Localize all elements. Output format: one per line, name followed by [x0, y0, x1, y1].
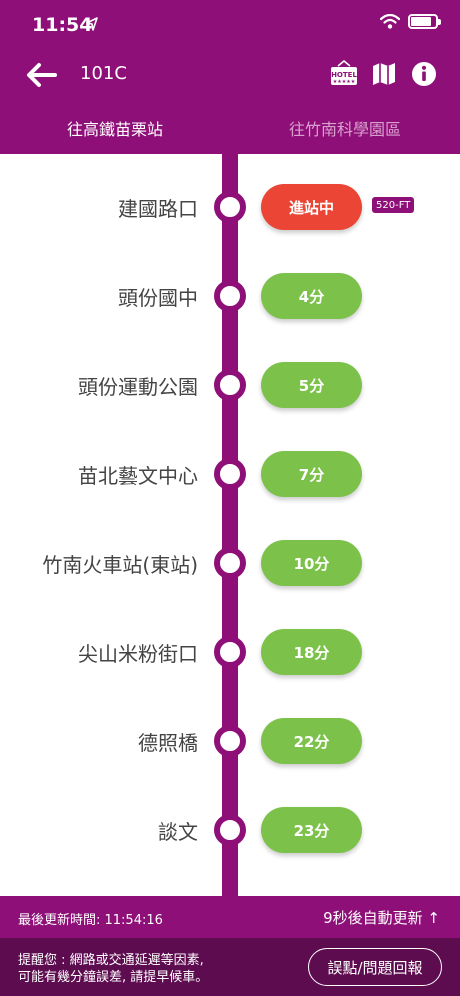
stop-name: 竹南火車站(東站) — [42, 552, 198, 577]
auto-refresh-button[interactable]: 9秒後自動更新 ↑ — [323, 909, 440, 927]
status-bar: 11:54 — [0, 0, 460, 50]
stop-name: 苗北藝文中心 — [78, 463, 198, 488]
stop-name: 頭份國中 — [118, 285, 198, 310]
notice-bar: 提醒您 : 網路或交通延遲等因素, 可能有幾分鐘誤差, 請提早候車。 誤點/問題… — [0, 938, 460, 996]
eta-pill-arriving[interactable]: 進站中 — [261, 184, 362, 230]
notice-line: 提醒您 : 網路或交通延遲等因素, — [18, 953, 204, 968]
eta-pill[interactable]: 4分 — [261, 273, 362, 319]
stop-row[interactable]: 建國路口 進站中 520-FT — [0, 177, 460, 237]
notice-line: 可能有幾分鐘誤差, 請提早候車。 — [18, 970, 209, 985]
svg-text:★★★★★: ★★★★★ — [333, 79, 356, 85]
stop-name: 建國路口 — [118, 196, 198, 221]
stop-list[interactable]: 建國路口 進站中 520-FT 頭份國中 4分 頭份運動公園 5分 苗北藝文中心… — [0, 154, 460, 896]
stop-row[interactable]: 德照橋 22分 — [0, 711, 460, 771]
stop-node — [214, 814, 246, 846]
stop-row[interactable]: 頭份國中 4分 — [0, 266, 460, 326]
battery-icon — [408, 14, 441, 29]
eta-pill[interactable]: 7分 — [261, 451, 362, 497]
stop-name: 頭份運動公園 — [78, 374, 198, 399]
stop-node — [214, 547, 246, 579]
eta-pill[interactable]: 18分 — [261, 629, 362, 675]
stop-name: 談文 — [158, 819, 198, 844]
bus-plate-badge: 520-FT — [372, 197, 415, 213]
direction-tabs: 往高鐵苗栗站 往竹南科學園區 — [0, 102, 460, 154]
location-arrow-icon — [86, 17, 98, 31]
stop-node — [214, 369, 246, 401]
stop-node — [214, 725, 246, 757]
status-indicators — [380, 14, 441, 29]
status-time: 11:54 — [32, 14, 93, 36]
tab-to-zhunan-science-park[interactable]: 往竹南科學園區 — [288, 120, 401, 139]
eta-pill[interactable]: 10分 — [261, 540, 362, 586]
route-line — [222, 154, 238, 896]
stop-node — [214, 280, 246, 312]
stop-row[interactable]: 談文 23分 — [0, 800, 460, 860]
hotel-icon[interactable]: HOTEL ★★★★★ — [330, 60, 358, 88]
nav-bar: 101C HOTEL ★★★★★ — [0, 50, 460, 102]
stop-node — [214, 636, 246, 668]
stop-row[interactable]: 尖山米粉街口 18分 — [0, 622, 460, 682]
eta-pill[interactable]: 22分 — [261, 718, 362, 764]
tab-to-hsr-miaoli[interactable]: 往高鐵苗栗站 — [66, 120, 163, 139]
stop-name: 德照橋 — [138, 730, 198, 755]
report-issue-button[interactable]: 誤點/問題回報 — [308, 948, 442, 986]
hotel-icon-label: HOTEL — [331, 71, 357, 79]
delay-notice: 提醒您 : 網路或交通延遲等因素, 可能有幾分鐘誤差, 請提早候車。 — [18, 952, 208, 986]
wifi-icon — [380, 14, 400, 29]
route-title: 101C — [80, 63, 127, 84]
stop-name: 尖山米粉街口 — [78, 641, 198, 666]
info-icon[interactable] — [410, 60, 438, 88]
stop-node — [214, 458, 246, 490]
stop-node — [214, 191, 246, 223]
update-bar: 最後更新時間: 11:54:16 9秒後自動更新 ↑ — [0, 896, 460, 938]
eta-pill[interactable]: 23分 — [261, 807, 362, 853]
map-icon[interactable] — [370, 60, 398, 88]
stop-row[interactable]: 頭份運動公園 5分 — [0, 355, 460, 415]
eta-pill[interactable]: 5分 — [261, 362, 362, 408]
stop-row[interactable]: 苗北藝文中心 7分 — [0, 444, 460, 504]
back-arrow-icon[interactable] — [24, 60, 58, 90]
last-update-time: 最後更新時間: 11:54:16 — [18, 913, 163, 928]
stop-row[interactable]: 竹南火車站(東站) 10分 — [0, 533, 460, 593]
